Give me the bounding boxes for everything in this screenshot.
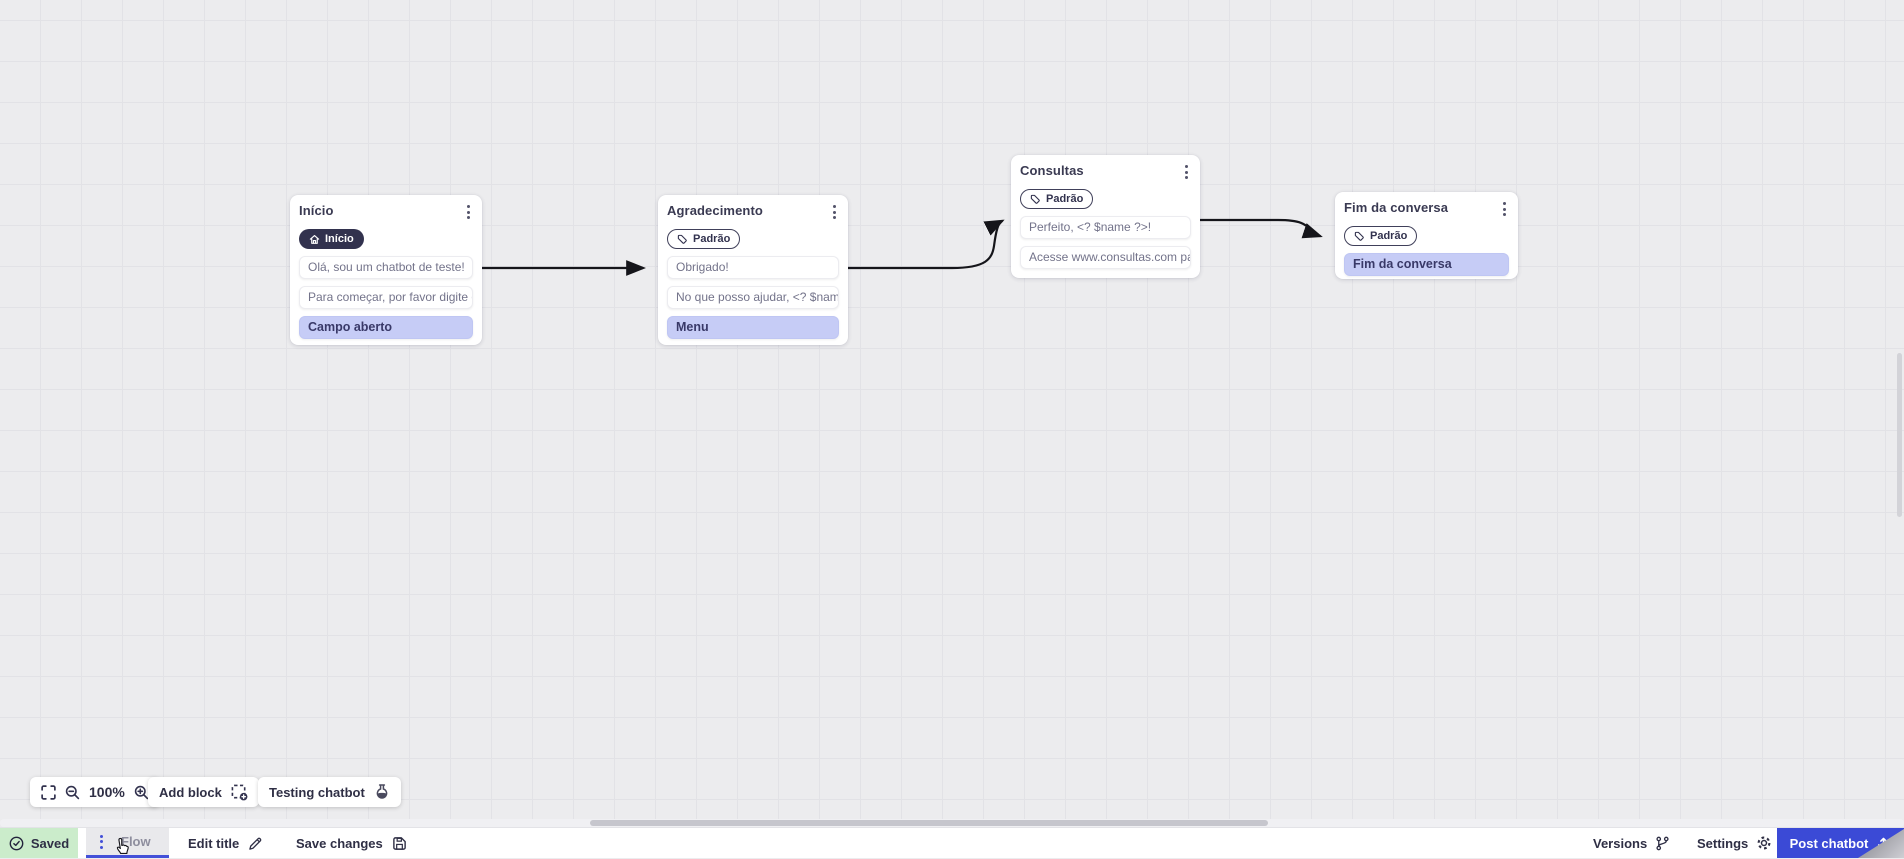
versions-button[interactable]: Versions — [1593, 828, 1670, 858]
tag-icon — [677, 234, 688, 245]
node-menu-icon[interactable] — [1182, 163, 1191, 181]
node-menu-icon[interactable] — [830, 203, 839, 221]
edit-title-button[interactable]: Edit title — [188, 828, 263, 858]
canvas-zoom-controls: 100% — [30, 777, 160, 807]
pencil-icon — [248, 836, 263, 851]
padrao-badge-label: Padrão — [1046, 193, 1083, 205]
edit-title-label: Edit title — [188, 836, 239, 851]
node-header: Consultas — [1020, 163, 1191, 183]
node-header: Fim da conversa — [1344, 200, 1509, 220]
git-branch-icon — [1655, 836, 1670, 851]
flow-node-inicio[interactable]: Início Início Olá, sou um chatbot de tes… — [290, 195, 482, 345]
tab-flow[interactable]: Flow — [86, 828, 169, 858]
testing-chatbot-button[interactable]: Testing chatbot — [258, 777, 401, 807]
tab-flow-label: Flow — [121, 834, 151, 849]
input-row[interactable]: Menu — [667, 316, 839, 339]
vertical-scrollbar-thumb[interactable] — [1897, 353, 1902, 517]
message-row[interactable]: Obrigado! — [667, 256, 839, 279]
connector-consultas-fim — [1199, 220, 1320, 236]
message-row[interactable]: Olá, sou um chatbot de teste! — [299, 256, 473, 279]
padrao-badge: Padrão — [1344, 226, 1417, 246]
saved-status-label: Saved — [31, 836, 69, 851]
node-menu-icon[interactable] — [464, 203, 473, 221]
gear-icon — [1756, 835, 1772, 851]
publish-icon — [1876, 836, 1891, 851]
flow-node-agradecimento[interactable]: Agradecimento Padrão Obrigado! No que po… — [658, 195, 848, 345]
message-row[interactable]: Perfeito, <? $name ?>! — [1020, 216, 1191, 239]
tag-icon — [1030, 194, 1041, 205]
add-block-label: Add block — [159, 785, 222, 800]
tag-icon — [1354, 231, 1365, 242]
node-title: Início — [299, 203, 334, 218]
node-header: Agradecimento — [667, 203, 839, 223]
zoom-out-icon[interactable] — [65, 785, 80, 800]
post-chatbot-button[interactable]: Post chatbot — [1777, 828, 1904, 858]
flow-canvas[interactable]: Início Início Olá, sou um chatbot de tes… — [0, 0, 1904, 827]
flow-node-fim-da-conversa[interactable]: Fim da conversa Padrão Fim da conversa — [1335, 192, 1518, 279]
settings-button[interactable]: Settings — [1697, 828, 1772, 858]
input-row[interactable]: Campo aberto — [299, 316, 473, 339]
node-menu-icon[interactable] — [1500, 200, 1509, 218]
bottom-bar: Saved Flow Edit title Save changes Versi… — [0, 827, 1904, 858]
fullscreen-icon[interactable] — [41, 785, 56, 800]
save-icon — [392, 836, 407, 851]
input-row[interactable]: Fim da conversa — [1344, 253, 1509, 276]
message-row[interactable]: Para começar, por favor digite o ... — [299, 286, 473, 309]
check-circle-icon — [9, 836, 24, 851]
flow-node-consultas[interactable]: Consultas Padrão Perfeito, <? $name ?>! … — [1011, 155, 1200, 278]
versions-label: Versions — [1593, 836, 1647, 851]
zoom-in-icon[interactable] — [134, 785, 149, 800]
flask-icon — [374, 784, 390, 800]
testing-chatbot-label: Testing chatbot — [269, 785, 365, 800]
home-icon — [309, 234, 320, 245]
save-changes-label: Save changes — [296, 836, 383, 851]
post-chatbot-label: Post chatbot — [1790, 836, 1869, 851]
zoom-level-value: 100% — [89, 784, 125, 800]
add-block-icon — [231, 784, 248, 801]
message-row[interactable]: Acesse www.consultas.com par... — [1020, 246, 1191, 269]
start-badge: Início — [299, 229, 364, 249]
saved-status-badge: Saved — [0, 828, 78, 858]
message-row[interactable]: No que posso ajudar, <? $name ... — [667, 286, 839, 309]
node-title: Consultas — [1020, 163, 1084, 178]
save-changes-button[interactable]: Save changes — [296, 828, 407, 858]
start-badge-label: Início — [325, 233, 354, 245]
padrao-badge-label: Padrão — [693, 233, 730, 245]
settings-label: Settings — [1697, 836, 1748, 851]
node-title: Fim da conversa — [1344, 200, 1448, 215]
connector-agradecimento-consultas — [848, 221, 1002, 268]
horizontal-scrollbar-thumb[interactable] — [590, 820, 1268, 826]
node-title: Agradecimento — [667, 203, 763, 218]
padrao-badge: Padrão — [1020, 189, 1093, 209]
padrao-badge: Padrão — [667, 229, 740, 249]
flow-connectors — [0, 0, 1904, 827]
node-header: Início — [299, 203, 473, 223]
add-block-button[interactable]: Add block — [148, 777, 259, 807]
drag-handle-icon[interactable] — [97, 833, 106, 851]
padrao-badge-label: Padrão — [1370, 230, 1407, 242]
